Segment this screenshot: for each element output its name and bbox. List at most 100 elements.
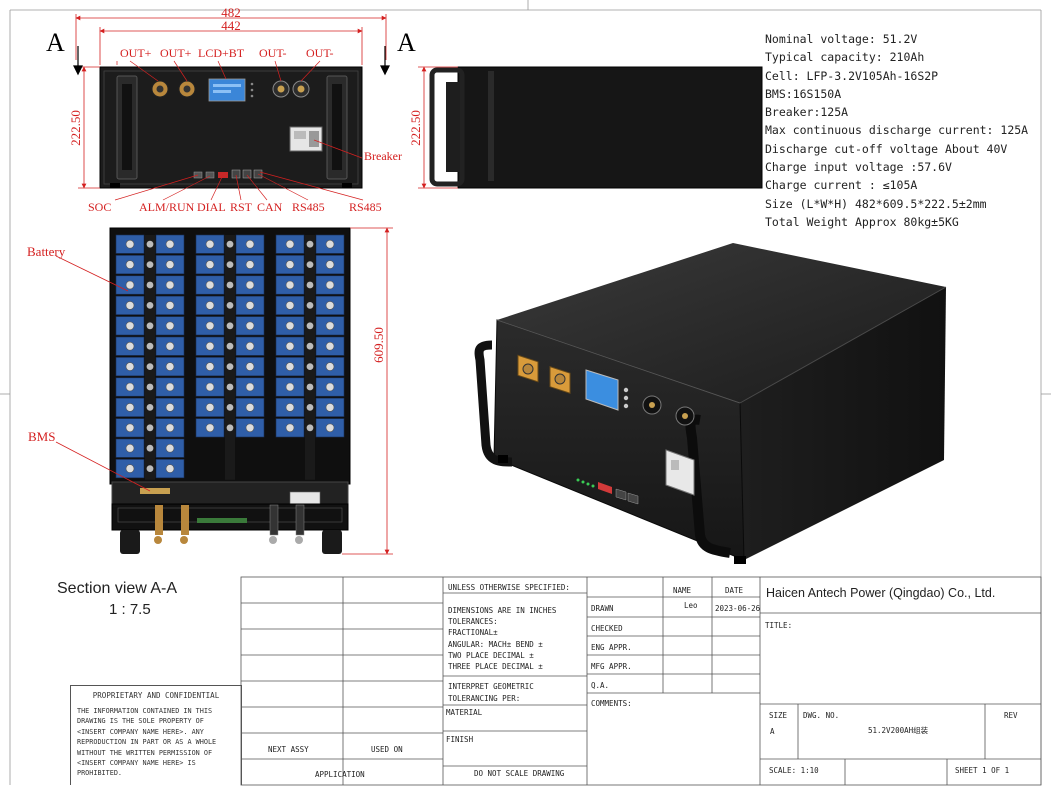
label-out-plus-1: OUT+ bbox=[120, 46, 152, 60]
drawn-name: Leo bbox=[684, 601, 698, 610]
busbar bbox=[305, 235, 315, 480]
cell-terminal bbox=[165, 382, 175, 392]
cell-terminal bbox=[245, 280, 255, 290]
cell-terminal bbox=[165, 403, 175, 412]
cell-terminal bbox=[245, 239, 255, 249]
cell-terminal bbox=[205, 403, 215, 412]
section-view-scale: 1 : 7.5 bbox=[109, 601, 151, 618]
label-rs485-2: RS485 bbox=[349, 200, 382, 214]
spec-line: Charge input voltage :57.6V bbox=[765, 160, 952, 175]
label-out-minus-1: OUT- bbox=[259, 46, 287, 60]
scale-label: SCALE: 1:10 bbox=[769, 766, 819, 775]
section-marker-left: A bbox=[46, 28, 65, 57]
cell-terminal bbox=[205, 301, 215, 310]
busbar-bolt bbox=[146, 342, 154, 350]
dim-depth: 609.50 bbox=[371, 327, 386, 363]
size-value: A bbox=[770, 727, 775, 736]
dim-height-front: 222.50 bbox=[68, 110, 83, 146]
cell-terminal bbox=[285, 280, 295, 290]
cell-terminal bbox=[165, 301, 175, 310]
checked-label: CHECKED bbox=[591, 624, 623, 633]
busbar-bolt bbox=[306, 240, 314, 248]
label-out-minus-2: OUT- bbox=[306, 46, 334, 60]
spec-line: BMS:16S150A bbox=[765, 86, 842, 101]
spec-list: Nominal voltage: 51.2V Typical capacity:… bbox=[765, 30, 1028, 231]
company-name: Haicen Antech Power (Qingdao) Co., Ltd. bbox=[766, 586, 996, 600]
cell-terminal bbox=[245, 341, 255, 351]
spec-line: Breaker:125A bbox=[765, 105, 849, 120]
cell-terminal bbox=[165, 260, 175, 269]
label-rst: RST bbox=[230, 200, 253, 214]
cell-terminal bbox=[125, 239, 135, 249]
unless-specified-label: UNLESS OTHERWISE SPECIFIED: bbox=[448, 583, 570, 592]
busbar-bolt bbox=[226, 363, 234, 370]
eng-appr-label: ENG APPR. bbox=[591, 643, 632, 652]
two-place-label: TWO PLACE DECIMAL ± bbox=[448, 651, 534, 660]
label-alm-run: ALM/RUN bbox=[139, 200, 195, 214]
cell-terminal bbox=[325, 362, 335, 371]
section-markers bbox=[73, 46, 390, 76]
rev-label: REV bbox=[1004, 711, 1018, 720]
busbar-bolt bbox=[306, 383, 314, 391]
busbar-bolt bbox=[146, 261, 154, 268]
spec-line: Discharge cut-off voltage About 40V bbox=[765, 141, 1008, 156]
render-lcd-screen bbox=[585, 369, 619, 411]
title-label: TITLE: bbox=[765, 621, 793, 630]
cell-terminal bbox=[125, 443, 135, 453]
cell-terminal bbox=[245, 260, 255, 269]
proprietary-line: <INSERT COMPANY NAME HERE> IS bbox=[77, 759, 196, 768]
cell-terminal bbox=[125, 321, 135, 331]
busbar bbox=[145, 235, 155, 480]
mfg-appr-label: MFG APPR. bbox=[591, 662, 632, 671]
busbar-bolt bbox=[226, 322, 234, 330]
cell-terminal bbox=[285, 321, 295, 331]
cell-terminal bbox=[165, 239, 175, 249]
busbar-bolt bbox=[146, 363, 154, 370]
section-view bbox=[109, 227, 351, 554]
spec-line: Charge current : ≤105A bbox=[765, 178, 918, 193]
cell-terminal bbox=[325, 403, 335, 412]
section-view-title: Section view A-A bbox=[57, 580, 178, 597]
proprietary-line: THE INFORMATION CONTAINED IN THIS bbox=[77, 707, 213, 715]
size-label: SIZE bbox=[769, 711, 788, 720]
cell-terminal bbox=[125, 280, 135, 290]
cell-terminal bbox=[245, 301, 255, 310]
do-not-scale-label: DO NOT SCALE DRAWING bbox=[474, 769, 565, 778]
material-label: MATERIAL bbox=[446, 708, 483, 717]
busbar-bolt bbox=[146, 240, 154, 248]
cell-terminal bbox=[245, 362, 255, 371]
sheet-label: SHEET 1 OF 1 bbox=[955, 766, 1010, 775]
date-header: DATE bbox=[725, 586, 744, 595]
busbar-bolt bbox=[306, 424, 314, 432]
proprietary-line: DRAWING IS THE SOLE PROPERTY OF bbox=[77, 717, 204, 726]
busbar-bolt bbox=[146, 444, 154, 452]
cell-terminal bbox=[245, 423, 255, 433]
busbar-bolt bbox=[306, 281, 314, 289]
proprietary-line: REPRODUCTION IN PART OR AS A WHOLE bbox=[77, 738, 217, 747]
angular-label: ANGULAR: MACH± BEND ± bbox=[448, 640, 543, 649]
cell-terminal bbox=[325, 321, 335, 331]
busbar bbox=[225, 235, 235, 480]
busbar-bolt bbox=[146, 465, 154, 472]
cell-terminal bbox=[325, 280, 335, 290]
dims-inches-label: DIMENSIONS ARE IN INCHES bbox=[448, 606, 557, 615]
cell-terminal bbox=[285, 239, 295, 249]
busbar-bolt bbox=[306, 404, 314, 411]
cell-terminal bbox=[125, 260, 135, 269]
qa-label: Q.A. bbox=[591, 681, 610, 690]
side-view bbox=[429, 66, 763, 189]
cell-terminal bbox=[165, 321, 175, 331]
label-out-plus-2: OUT+ bbox=[160, 46, 192, 60]
spec-line: Cell: LFP-3.2V105Ah-16S2P bbox=[765, 68, 939, 83]
busbar-bolt bbox=[226, 281, 234, 289]
busbar-bolt bbox=[226, 302, 234, 309]
busbar-bolt bbox=[146, 322, 154, 330]
cell-terminal bbox=[125, 382, 135, 392]
cell-terminal bbox=[245, 321, 255, 331]
cell-terminal bbox=[165, 443, 175, 453]
fractional-label: FRACTIONAL± bbox=[448, 628, 498, 637]
spec-line: Total Weight Approx 80kg±5KG bbox=[765, 214, 959, 229]
three-place-label: THREE PLACE DECIMAL ± bbox=[448, 662, 543, 671]
busbar-bolt bbox=[226, 424, 234, 432]
